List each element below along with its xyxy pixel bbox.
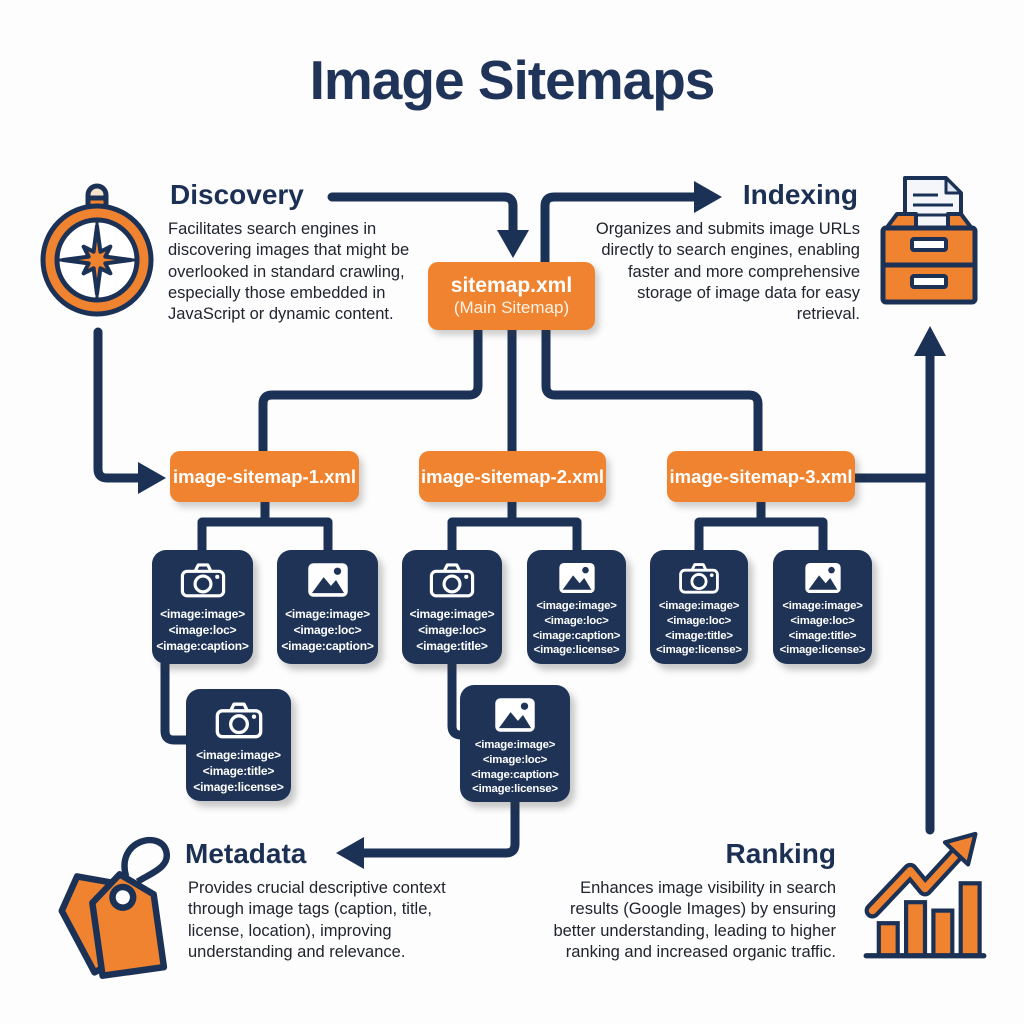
arrowhead-left-icon (336, 837, 364, 869)
tagbox-7: <image:image><image:title><image:license… (186, 689, 291, 801)
tagbox-tags: <image:image><image:loc><image:caption> (281, 607, 374, 654)
ranking-heading: Ranking (725, 838, 836, 869)
growth-chart-icon (862, 822, 988, 974)
root-sitemap-subtitle: (Main Sitemap) (453, 298, 570, 318)
discovery-description: Facilitates search engines in discoverin… (168, 220, 410, 324)
tagbox-tags: <image:image><image:loc><image:title><im… (779, 600, 866, 657)
picture-icon (804, 562, 841, 594)
camera-icon (679, 563, 719, 594)
camera-icon (180, 563, 225, 598)
image-sitemap-3-node: image-sitemap-3.xml (667, 451, 855, 502)
arrowhead-right-icon (138, 462, 166, 494)
tagbox-tags: <image:image><image:loc><image:title><im… (656, 600, 742, 657)
tagbox-1: <image:image><image:loc><image:caption> (152, 550, 253, 664)
tagbox-3: <image:image><image:loc><image:title> (402, 550, 502, 664)
ranking-description: Enhances image visibility in search resu… (553, 879, 836, 961)
root-sitemap-title: sitemap.xml (450, 274, 573, 298)
indexing-heading: Indexing (742, 179, 858, 210)
page-title: Image Sitemaps (309, 49, 716, 111)
metadata-description: Provides crucial descriptive context thr… (188, 879, 446, 961)
arrowhead-up-icon (914, 326, 946, 356)
tagbox-tags: <image:image><image:title><image:license… (193, 748, 284, 795)
arrowhead-down-icon (497, 230, 529, 258)
tagbox-8: <image:image><image:loc><image:caption><… (460, 685, 570, 802)
tagbox-tags: <image:image><image:loc><image:caption><… (532, 600, 621, 657)
image-sitemap-1-node: image-sitemap-1.xml (170, 451, 359, 502)
camera-icon (215, 702, 262, 739)
tagbox-tags: <image:image><image:loc><image:caption> (156, 607, 249, 654)
root-sitemap-node: sitemap.xml (Main Sitemap) (428, 262, 595, 330)
tagbox-tags: <image:image><image:loc><image:title> (409, 607, 495, 654)
tagbox-5: <image:image><image:loc><image:title><im… (650, 550, 748, 664)
indexing-description: Organizes and submits image URLs directl… (595, 220, 860, 324)
picture-icon (558, 562, 595, 594)
tagbox-6: <image:image><image:loc><image:title><im… (773, 550, 872, 664)
tagbox-tags: <image:image><image:loc><image:caption><… (471, 739, 559, 796)
tagbox-4: <image:image><image:loc><image:caption><… (527, 550, 626, 664)
camera-icon (429, 563, 475, 598)
tagbox-2: <image:image><image:loc><image:caption> (277, 550, 378, 664)
picture-icon (307, 563, 348, 597)
picture-icon (495, 698, 535, 732)
image-sitemap-2-node: image-sitemap-2.xml (419, 451, 606, 502)
file-cabinet-icon (872, 170, 986, 310)
discovery-heading: Discovery (170, 179, 304, 210)
compass-icon (36, 178, 158, 320)
tags-icon (30, 830, 186, 990)
metadata-heading: Metadata (185, 838, 307, 869)
